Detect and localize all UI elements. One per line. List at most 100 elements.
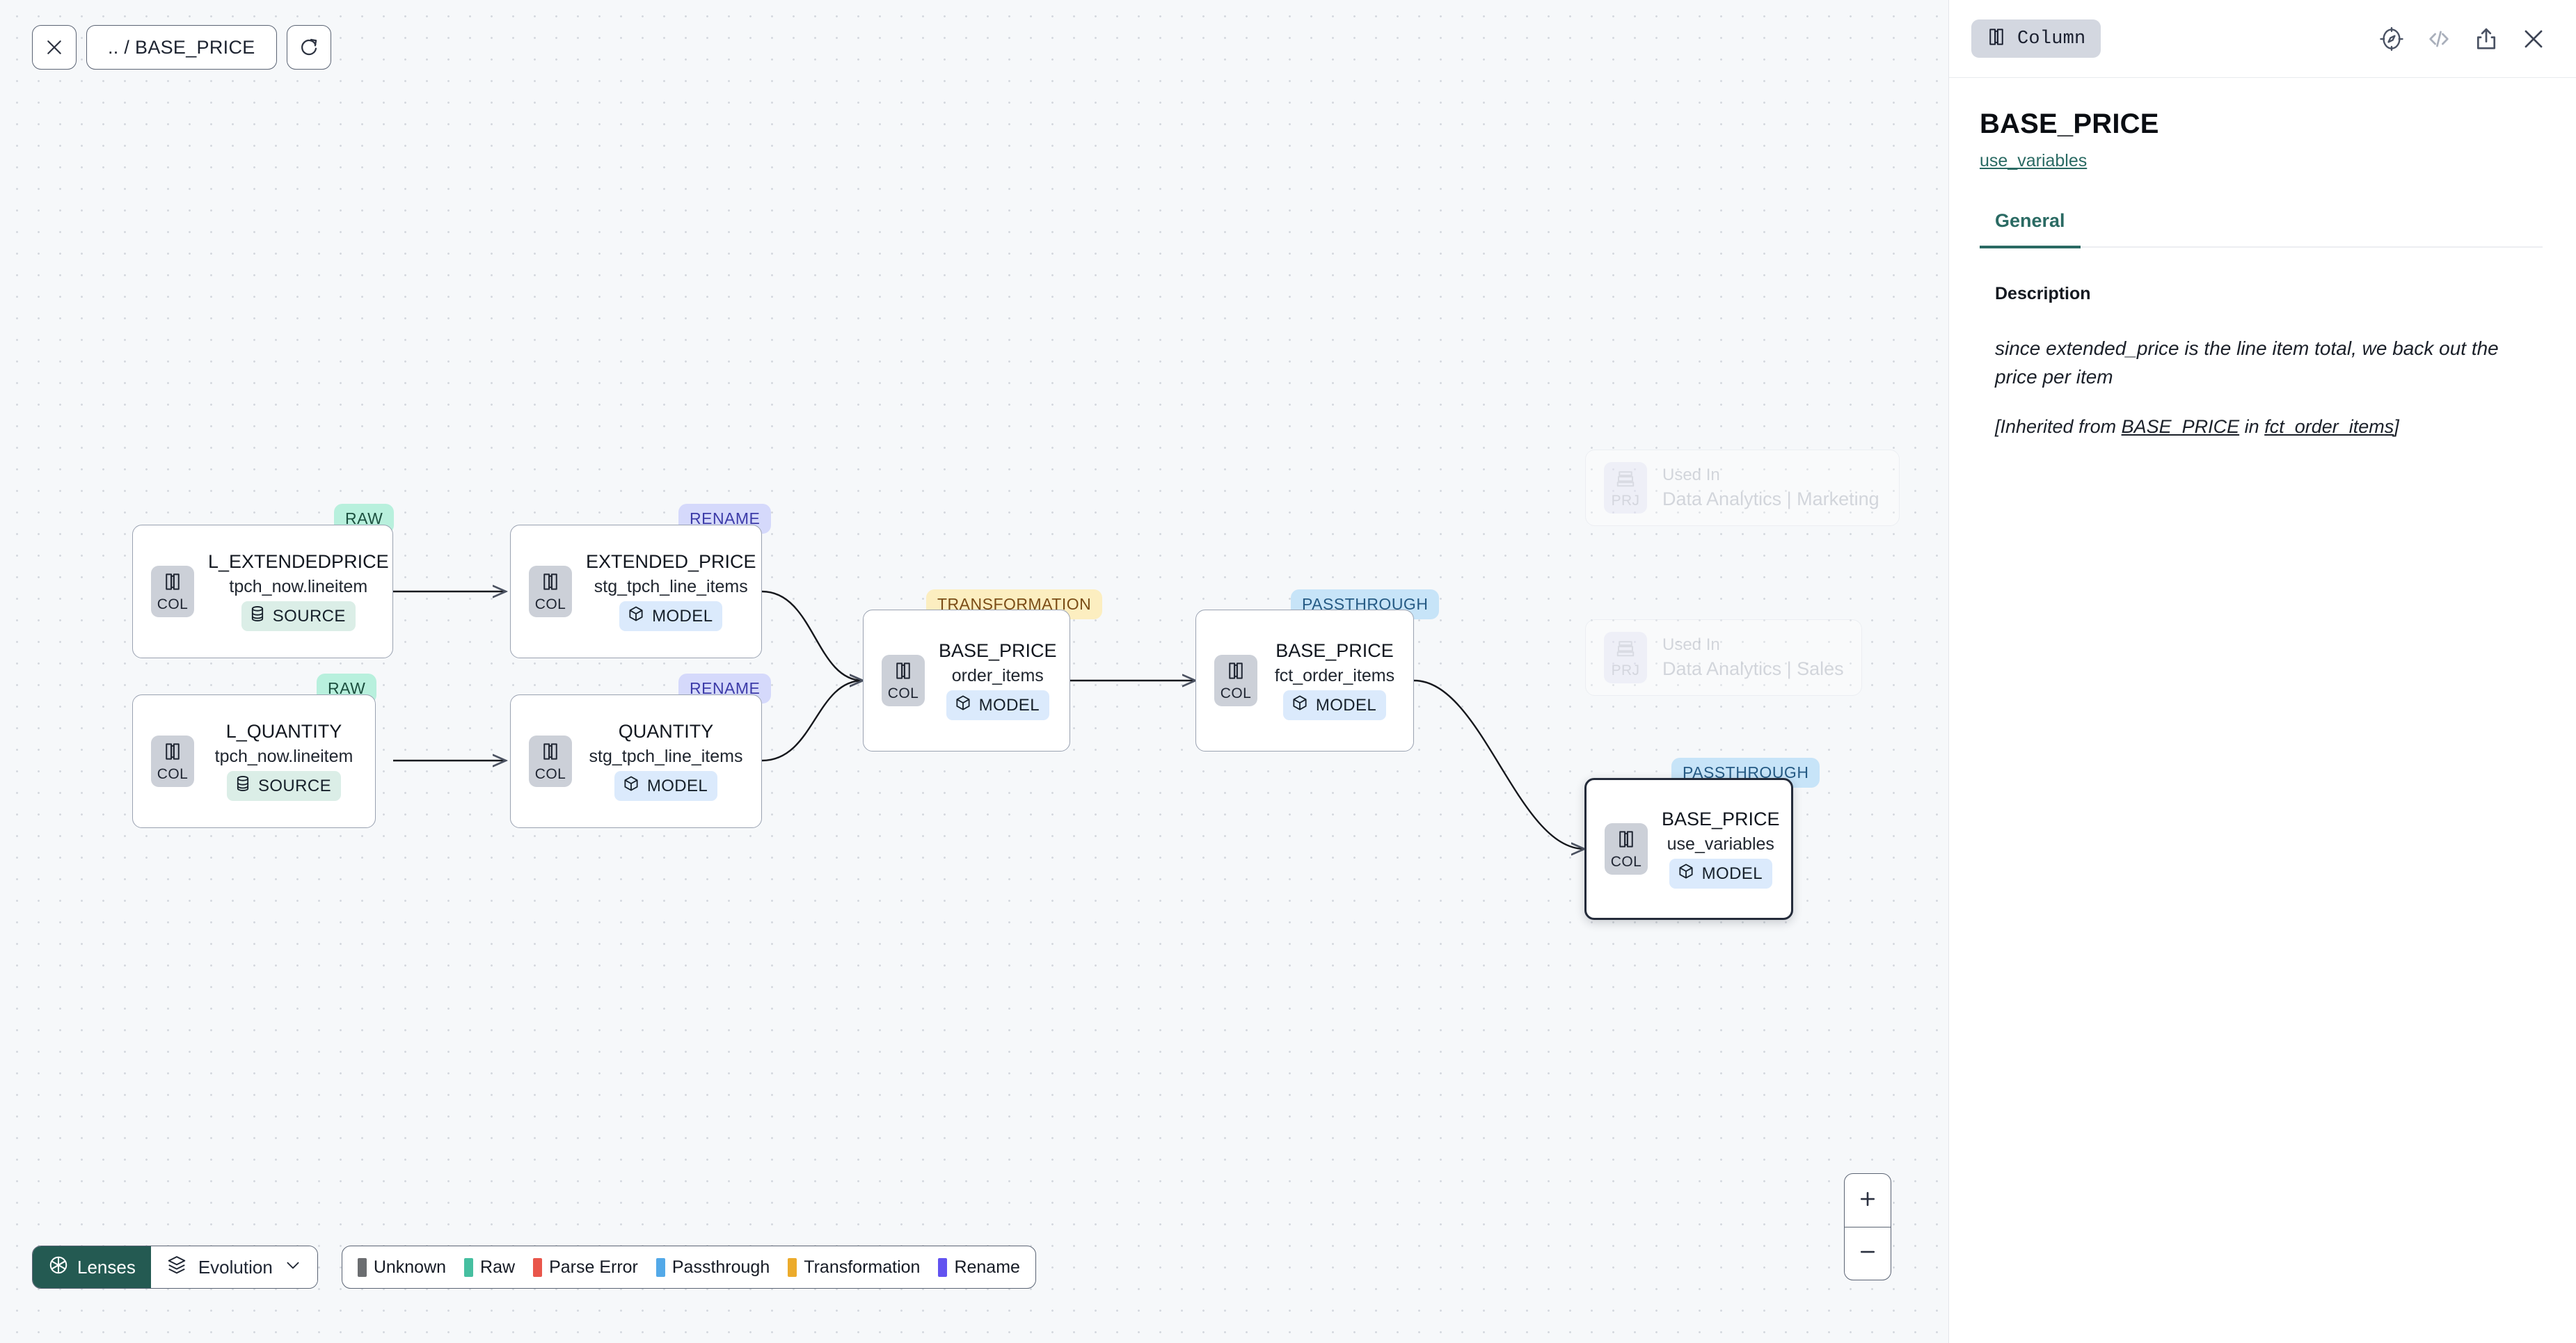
used-in-top-label: Used In xyxy=(1662,635,1720,654)
lenses-evolution-group: Lenses Evolution xyxy=(32,1246,318,1289)
node-title: BASE_PRICE xyxy=(1662,808,1780,829)
node-text: QUANTITY stg_tpch_line_items MODEL xyxy=(586,720,746,802)
node-type-badge: MODEL xyxy=(614,771,718,802)
legend-item-transformation[interactable]: Transformation xyxy=(788,1257,920,1278)
node-subtitle: stg_tpch_line_items xyxy=(589,746,743,766)
node-title: QUANTITY xyxy=(618,720,714,742)
legend-item-unknown[interactable]: Unknown xyxy=(357,1257,447,1278)
node-inner: COL BASE_PRICE use_variables MODEL xyxy=(1587,780,1791,918)
model-cube-icon xyxy=(1291,694,1308,716)
node-inner: COL EXTENDED_PRICE stg_tpch_line_items M… xyxy=(511,525,761,658)
tab-general[interactable]: General xyxy=(1980,210,2081,248)
zoom-in-button[interactable] xyxy=(1845,1174,1891,1227)
lineage-node-l-quantity[interactable]: COL L_QUANTITY tpch_now.lineitem xyxy=(132,694,376,828)
project-chip: PRJ xyxy=(1604,462,1647,514)
lenses-label: Lenses xyxy=(77,1256,136,1278)
chevron-down-icon xyxy=(284,1256,302,1279)
inherited-source-link[interactable]: BASE_PRICE xyxy=(2121,416,2240,438)
node-title: L_QUANTITY xyxy=(225,720,342,742)
node-title: L_EXTENDEDPRICE xyxy=(208,550,389,572)
node-inner: COL L_QUANTITY tpch_now.lineitem xyxy=(133,695,375,827)
node-subtitle: stg_tpch_line_items xyxy=(594,576,748,596)
legend-item-parse-error[interactable]: Parse Error xyxy=(533,1257,638,1278)
node-badge-label: SOURCE xyxy=(272,606,346,626)
node-type-badge: MODEL xyxy=(946,690,1049,721)
legend-label: Parse Error xyxy=(549,1257,638,1277)
legend-item-rename[interactable]: Rename xyxy=(938,1257,1020,1278)
node-subtitle: tpch_now.lineitem xyxy=(229,576,368,596)
node-text: BASE_PRICE fct_order_items MODEL xyxy=(1271,639,1398,721)
inherited-model-link[interactable]: fct_order_items xyxy=(2264,416,2394,438)
compass-icon[interactable] xyxy=(2378,26,2405,52)
share-icon[interactable] xyxy=(2473,26,2499,52)
close-button[interactable] xyxy=(32,25,77,70)
lineage-node-base-price-use-variables[interactable]: COL BASE_PRICE use_variables MODEL xyxy=(1584,778,1793,920)
used-in-node[interactable]: PRJ Used In Data Analytics | Marketing xyxy=(1585,450,1900,526)
column-icon xyxy=(541,741,560,765)
evolution-label: Evolution xyxy=(198,1256,273,1278)
refresh-icon xyxy=(299,37,319,58)
breadcrumb[interactable]: .. / BASE_PRICE xyxy=(86,25,277,70)
node-kind-label: RAW xyxy=(328,679,366,697)
used-in-text: Used In Data Analytics | Marketing xyxy=(1662,467,1879,509)
lineage-node-base-price-fct-order-items[interactable]: COL BASE_PRICE fct_order_items MODEL xyxy=(1195,610,1414,752)
model-cube-icon xyxy=(628,605,644,627)
column-chip-label: COL xyxy=(887,685,919,701)
node-badge-label: MODEL xyxy=(646,776,708,795)
column-chip: COL xyxy=(529,566,572,617)
node-inner: COL BASE_PRICE fct_order_items MODEL xyxy=(1196,610,1413,751)
model-cube-icon xyxy=(1678,863,1694,884)
column-chip-label: COL xyxy=(534,766,566,782)
project-chip-label: PRJ xyxy=(1611,492,1640,509)
zoom-out-button[interactable] xyxy=(1845,1227,1891,1280)
legend-label: Rename xyxy=(954,1257,1020,1277)
column-icon xyxy=(163,741,182,765)
legend-label: Passthrough xyxy=(671,1257,770,1277)
entity-type-label: Column xyxy=(2017,28,2086,49)
column-chip: COL xyxy=(529,736,572,787)
entity-type-chip[interactable]: Column xyxy=(1971,19,2101,58)
lenses-button[interactable]: Lenses xyxy=(33,1246,151,1288)
node-type-badge: MODEL xyxy=(1669,859,1772,889)
breadcrumb-label: .. / BASE_PRICE xyxy=(108,36,255,58)
lineage-node-extended-price[interactable]: COL EXTENDED_PRICE stg_tpch_line_items M… xyxy=(510,525,762,658)
column-icon xyxy=(1226,660,1246,685)
used-in-inner: PRJ Used In Data Analytics | Sales xyxy=(1586,620,1861,695)
node-inner: COL BASE_PRICE order_items MODEL xyxy=(864,610,1070,751)
column-chip-label: COL xyxy=(1220,685,1252,701)
legend-swatch xyxy=(533,1257,543,1277)
lineage-node-l-extendedprice[interactable]: COL L_EXTENDEDPRICE tpch_now.lineitem xyxy=(132,525,393,658)
lineage-canvas[interactable]: .. / BASE_PRICE xyxy=(0,0,1948,1343)
evolution-dropdown[interactable]: Evolution xyxy=(150,1246,317,1288)
legend-swatch xyxy=(938,1257,948,1277)
node-badge-label: SOURCE xyxy=(257,776,332,795)
column-chip-label: COL xyxy=(157,596,189,612)
used-in-main-label: Data Analytics | Marketing xyxy=(1662,488,1879,509)
database-icon xyxy=(235,775,251,797)
refresh-button[interactable] xyxy=(286,25,331,70)
inherited-middle: in xyxy=(2239,416,2265,438)
edge-n3-n5 xyxy=(761,590,863,681)
lineage-node-base-price-order-items[interactable]: COL BASE_PRICE order_items MODEL xyxy=(863,610,1070,752)
lineage-node-quantity[interactable]: COL QUANTITY stg_tpch_line_items MODEL xyxy=(510,694,762,828)
parent-model-link[interactable]: use_variables xyxy=(1980,151,2088,170)
node-title: BASE_PRICE xyxy=(1275,639,1394,661)
legend-swatch xyxy=(357,1257,367,1277)
canvas-bottom-bar: Lenses Evolution xyxy=(32,1246,1036,1289)
node-badge-label: MODEL xyxy=(1701,864,1763,883)
legend-label: Unknown xyxy=(373,1257,447,1277)
node-text: EXTENDED_PRICE stg_tpch_line_items MODEL xyxy=(586,551,756,632)
zoom-controls xyxy=(1844,1173,1891,1280)
project-chip-label: PRJ xyxy=(1611,662,1640,678)
legend-item-raw[interactable]: Raw xyxy=(464,1257,515,1278)
close-icon xyxy=(44,37,65,58)
minus-icon xyxy=(1857,1241,1878,1266)
description-section: Description since extended_price is the … xyxy=(1980,284,2543,438)
node-text: L_EXTENDEDPRICE tpch_now.lineitem SOURCE xyxy=(208,550,389,632)
database-icon xyxy=(250,605,265,627)
used-in-node[interactable]: PRJ Used In Data Analytics | Sales xyxy=(1585,619,1862,696)
code-icon[interactable] xyxy=(2426,26,2452,52)
node-kind-label: RAW xyxy=(345,509,383,527)
close-icon[interactable] xyxy=(2520,26,2547,52)
legend-item-passthrough[interactable]: Passthrough xyxy=(655,1257,770,1278)
